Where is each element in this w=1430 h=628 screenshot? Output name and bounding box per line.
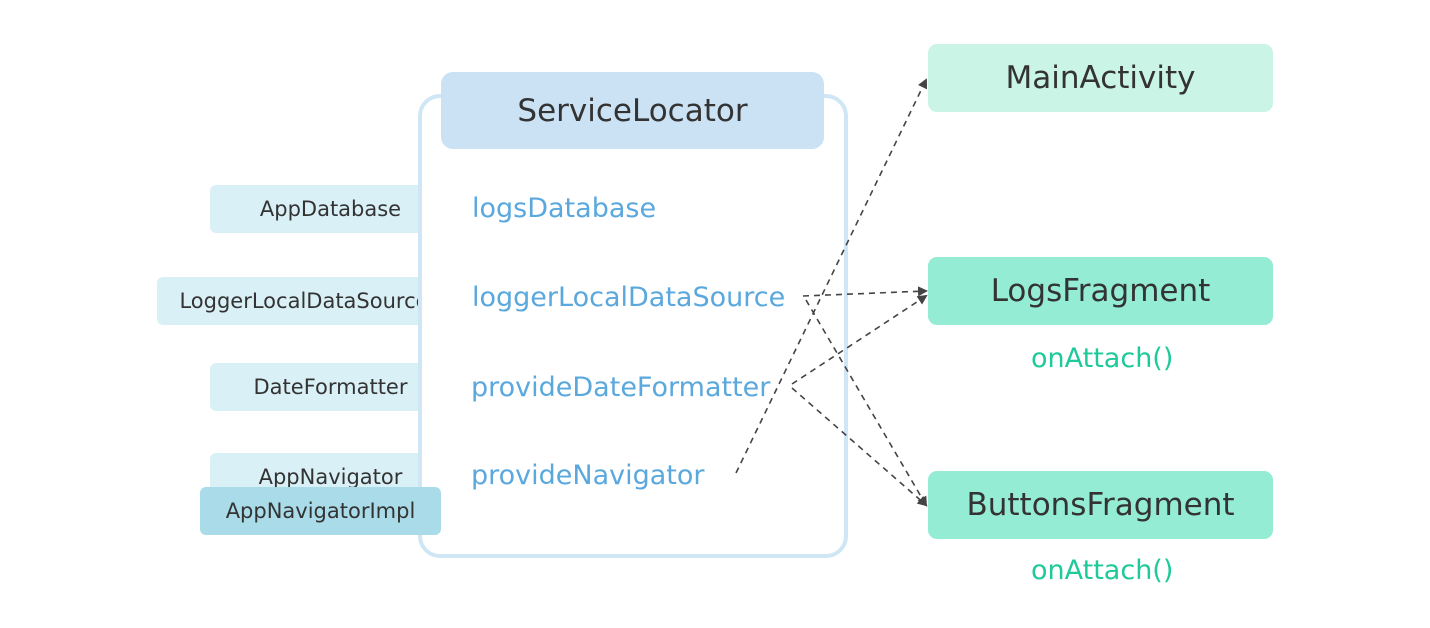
logs-fragment-on-attach: onAttach() bbox=[1031, 343, 1174, 374]
service-locator-frame bbox=[418, 94, 848, 558]
arrow-navigator-to-main-activity bbox=[735, 78, 928, 474]
buttons-fragment-on-attach: onAttach() bbox=[1031, 555, 1174, 586]
app-database-node: AppDatabase bbox=[210, 185, 451, 233]
logs-fragment-node: LogsFragment bbox=[928, 257, 1273, 325]
member-provide-date-formatter: provideDateFormatter bbox=[471, 372, 771, 403]
arrow-logger-to-logs-fragment bbox=[802, 286, 928, 297]
service-locator-title: ServiceLocator bbox=[441, 72, 824, 149]
logger-local-data-source-node: LoggerLocalDataSource bbox=[157, 277, 451, 325]
arrow-logger-to-buttons-fragment bbox=[805, 299, 928, 507]
member-logs-database: logsDatabase bbox=[472, 193, 657, 224]
app-navigator-impl-node: AppNavigatorImpl bbox=[200, 487, 441, 535]
arrow-date-formatter-to-buttons-fragment bbox=[791, 387, 928, 507]
buttons-fragment-node: ButtonsFragment bbox=[928, 471, 1273, 539]
member-logger-local-data-source: loggerLocalDataSource bbox=[472, 282, 786, 313]
main-activity-node: MainActivity bbox=[928, 44, 1273, 112]
date-formatter-node: DateFormatter bbox=[210, 363, 451, 411]
member-provide-navigator: provideNavigator bbox=[471, 460, 705, 491]
arrow-date-formatter-to-logs-fragment bbox=[791, 294, 928, 385]
